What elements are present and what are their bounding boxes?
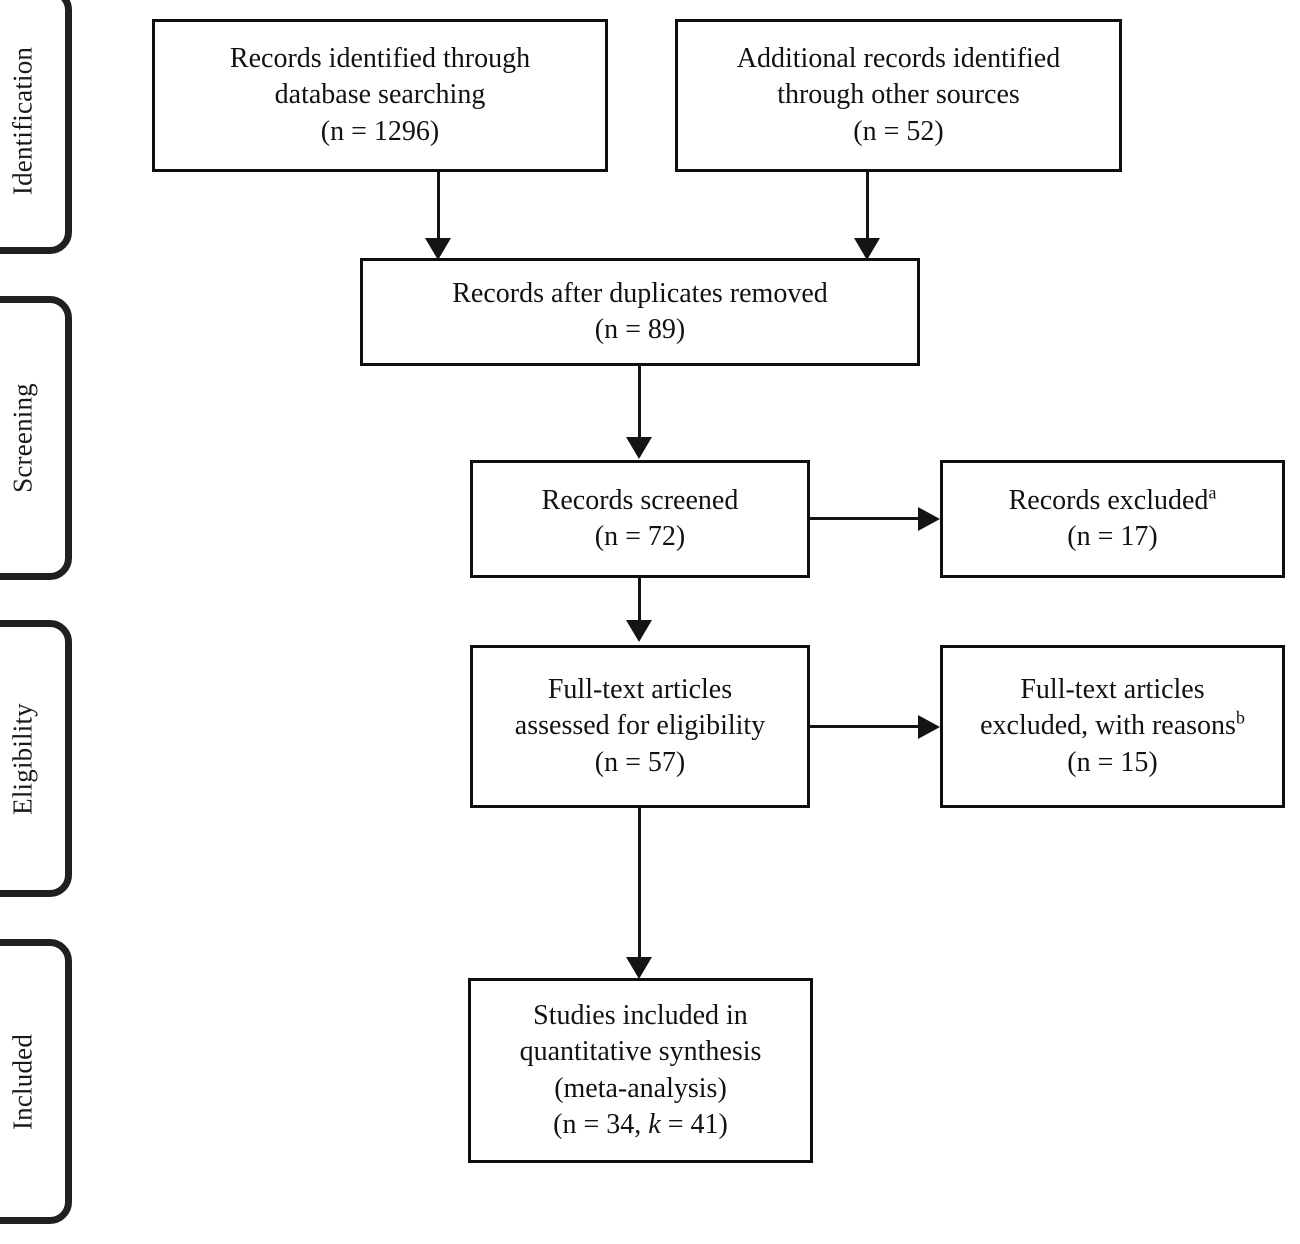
included-line2: quantitative synthesis: [519, 1036, 762, 1068]
other-src-count: (n = 52): [853, 115, 944, 147]
duplicates-count: (n = 89): [594, 314, 686, 345]
stage-label-identification: Identification: [7, 46, 38, 196]
db-search-count: (n = 1296): [320, 115, 440, 147]
fulltext-assessed-line2: assessed for eligibility: [514, 710, 766, 742]
fulltext-excluded-line1: Full-text articles: [1020, 673, 1205, 705]
arrowhead-db-search-to-duplicates: [425, 238, 451, 260]
fulltext-excluded-superscript: b: [1235, 707, 1245, 728]
connector-duplicates-to-screened: [638, 366, 641, 441]
included-count-italic-k: k: [648, 1108, 661, 1140]
connector-other-sources-to-duplicates: [866, 172, 869, 244]
stage-bracket-eligibility: Eligibility: [0, 620, 72, 897]
arrowhead-screened-to-excluded: [918, 507, 940, 531]
other-src-line1: Additional records identified: [736, 42, 1061, 74]
box-records-screened-text: Records screened (n = 72): [532, 483, 749, 556]
included-count-prefix: (n = 34,: [553, 1108, 649, 1140]
box-additional-records-other-sources: Additional records identified through ot…: [675, 19, 1122, 172]
arrowhead-duplicates-to-screened: [626, 437, 652, 459]
stage-bracket-screening: Screening: [0, 296, 72, 580]
box-fulltext-assessed-eligibility: Full-text articles assessed for eligibil…: [470, 645, 810, 808]
stage-label-screening: Screening: [7, 383, 38, 493]
excluded-superscript: a: [1208, 482, 1217, 503]
connector-screened-to-fulltext: [638, 578, 641, 624]
box-fulltext-excluded-text: Full-text articles excluded, with reason…: [970, 672, 1255, 781]
arrowhead-fulltext-to-excluded: [918, 715, 940, 739]
arrowhead-fulltext-to-included: [626, 957, 652, 979]
connector-db-search-to-duplicates: [437, 172, 440, 244]
stage-label-eligibility: Eligibility: [7, 702, 38, 815]
box-studies-included-text: Studies included in quantitative synthes…: [510, 998, 772, 1144]
arrowhead-other-sources-to-duplicates: [854, 238, 880, 260]
connector-fulltext-to-included: [638, 808, 641, 963]
box-fulltext-assessed-text: Full-text articles assessed for eligibil…: [505, 672, 775, 781]
db-search-line2: database searching: [274, 79, 486, 111]
box-records-excluded: Records excludeda (n = 17): [940, 460, 1285, 578]
connector-screened-to-excluded: [810, 517, 922, 520]
box-records-excluded-text: Records excludeda (n = 17): [999, 483, 1227, 556]
db-search-line1: Records identified through: [229, 42, 531, 74]
screened-line1: Records screened: [541, 484, 739, 516]
excluded-line1: Records excluded: [1008, 484, 1209, 516]
box-fulltext-excluded-reasons: Full-text articles excluded, with reason…: [940, 645, 1285, 808]
stage-label-included: Included: [7, 1033, 38, 1130]
excluded-count: (n = 17): [1067, 521, 1158, 552]
arrowhead-screened-to-fulltext: [626, 620, 652, 642]
fulltext-assessed-line1: Full-text articles: [547, 673, 733, 705]
other-src-line2: through other sources: [777, 79, 1020, 111]
box-studies-included-synthesis: Studies included in quantitative synthes…: [468, 978, 813, 1163]
included-count-suffix: = 41): [660, 1108, 728, 1140]
box-records-screened: Records screened (n = 72): [470, 460, 810, 578]
fulltext-excluded-count: (n = 15): [1067, 746, 1158, 778]
fulltext-excluded-line2: excluded, with reasons: [980, 710, 1236, 742]
box-duplicates-removed-text: Records after duplicates removed (n = 89…: [442, 276, 838, 349]
box-records-identified-database-text: Records identified through database sear…: [220, 41, 540, 150]
box-additional-records-text: Additional records identified through ot…: [727, 41, 1070, 150]
stage-bracket-included: Included: [0, 939, 72, 1224]
included-line3: (meta-analysis): [554, 1072, 727, 1104]
screened-count: (n = 72): [594, 521, 686, 552]
box-records-identified-database: Records identified through database sear…: [152, 19, 608, 172]
included-line1: Studies included in: [533, 999, 748, 1031]
box-records-after-duplicates-removed: Records after duplicates removed (n = 89…: [360, 258, 920, 366]
duplicates-line1: Records after duplicates removed: [452, 277, 828, 309]
connector-fulltext-to-excluded: [810, 725, 922, 728]
stage-bracket-identification: Identification: [0, 0, 72, 254]
fulltext-assessed-count: (n = 57): [594, 746, 686, 778]
